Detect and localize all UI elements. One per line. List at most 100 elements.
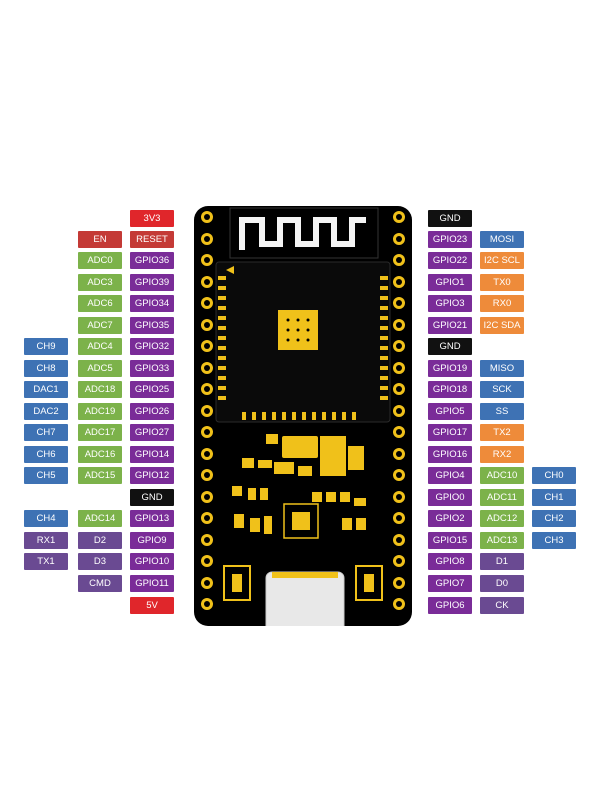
pin-label-gpio25: GPIO25 [130,381,174,398]
module-pads-bottom [242,412,356,420]
pin-alt-adc17: ADC17 [78,424,122,441]
header-pad [393,340,405,352]
pin-label-5v: 5V [130,597,174,614]
pin-label-gpio15: GPIO15 [428,532,472,549]
header-pad [201,534,213,546]
pin-alt-i2c-sda: I2C SDA [480,317,524,334]
pin-alt-adc15: ADC15 [78,467,122,484]
module-pads-left [218,276,226,400]
pin-alt-adc16: ADC16 [78,446,122,463]
pin-alt-ck: CK [480,597,524,614]
pin-label-gpio32: GPIO32 [130,338,174,355]
pin-alt-adc18: ADC18 [78,381,122,398]
pin-alt-dac1: DAC1 [24,381,68,398]
pin-alt-d1: D1 [480,553,524,570]
pin-label-gpio2: GPIO2 [428,510,472,527]
pin-label-gpio14: GPIO14 [130,446,174,463]
usb-controller-pad [292,512,310,530]
pin1-marker [226,266,234,274]
pin-alt-ch9: CH9 [24,338,68,355]
pin-alt-ch2: CH2 [532,510,576,527]
pin-alt-ch1: CH1 [532,489,576,506]
header-pad [201,383,213,395]
pin-alt-dac2: DAC2 [24,403,68,420]
header-pad [393,555,405,567]
pin-alt-cmd: CMD [78,575,122,592]
header-pad [393,426,405,438]
pin-alt-d0: D0 [480,575,524,592]
pin-alt-ch0: CH0 [532,467,576,484]
pin-alt-ch3: CH3 [532,532,576,549]
pin-label-gnd: GND [428,338,472,355]
pin-alt-adc12: ADC12 [480,510,524,527]
pin-label-gpio12: GPIO12 [130,467,174,484]
pin-label-gpio27: GPIO27 [130,424,174,441]
pin-label-gpio1: GPIO1 [428,274,472,291]
header-pad [201,469,213,481]
pin-label-gpio8: GPIO8 [428,553,472,570]
pin-alt-adc3: ADC3 [78,274,122,291]
pin-alt-d2: D2 [78,532,122,549]
board-artwork [215,207,391,643]
header-pad [393,577,405,589]
pin-label-gpio19: GPIO19 [428,360,472,377]
pin-label-gpio22: GPIO22 [428,252,472,269]
pin-alt-i2c-scl: I2C SCL [480,252,524,269]
pin-alt-tx0: TX0 [480,274,524,291]
header-pad [201,512,213,524]
usb-c-connector [265,571,345,643]
antenna-area [229,207,379,259]
header-pad [393,233,405,245]
pin-alt-mosi: MOSI [480,231,524,248]
module-pads-right [380,276,388,400]
header-pad [393,254,405,266]
pin-label-gpio39: GPIO39 [130,274,174,291]
header-pad [201,254,213,266]
pin-alt-adc0: ADC0 [78,252,122,269]
pin-alt-tx2: TX2 [480,424,524,441]
header-pad [393,319,405,331]
pin-alt-d3: D3 [78,553,122,570]
pin-alt-en: EN [78,231,122,248]
header-pad [201,405,213,417]
header-pad [201,340,213,352]
pin-alt-ch5: CH5 [24,467,68,484]
pin-label-gpio35: GPIO35 [130,317,174,334]
pin-alt-ch7: CH7 [24,424,68,441]
pin-alt-ch6: CH6 [24,446,68,463]
smd-components [232,434,366,534]
header-pad [393,297,405,309]
pin-label-gpio26: GPIO26 [130,403,174,420]
pin-label-gpio23: GPIO23 [428,231,472,248]
header-pad [393,211,405,223]
pin-label-gpio21: GPIO21 [428,317,472,334]
header-pad [201,448,213,460]
pin-label-gpio13: GPIO13 [130,510,174,527]
header-pad [393,598,405,610]
header-pad [201,211,213,223]
pin-label-gnd: GND [130,489,174,506]
pin-alt-rx0: RX0 [480,295,524,312]
pin-label-gpio10: GPIO10 [130,553,174,570]
header-pad [393,362,405,374]
header-pad [201,362,213,374]
header-pad [393,491,405,503]
pin-label-gpio34: GPIO34 [130,295,174,312]
header-pad [393,405,405,417]
pin-alt-ss: SS [480,403,524,420]
header-pad [201,426,213,438]
antenna-trace [239,217,366,250]
pin-label-gpio17: GPIO17 [428,424,472,441]
header-pad [201,598,213,610]
pin-alt-adc5: ADC5 [78,360,122,377]
pin-label-gpio16: GPIO16 [428,446,472,463]
pin-label-gpio6: GPIO6 [428,597,472,614]
pin-alt-adc7: ADC7 [78,317,122,334]
pin-label-gpio7: GPIO7 [428,575,472,592]
thermal-vias [286,318,310,342]
pin-label-gpio5: GPIO5 [428,403,472,420]
pin-alt-rx1: RX1 [24,532,68,549]
header-pad [201,491,213,503]
header-pad [393,534,405,546]
